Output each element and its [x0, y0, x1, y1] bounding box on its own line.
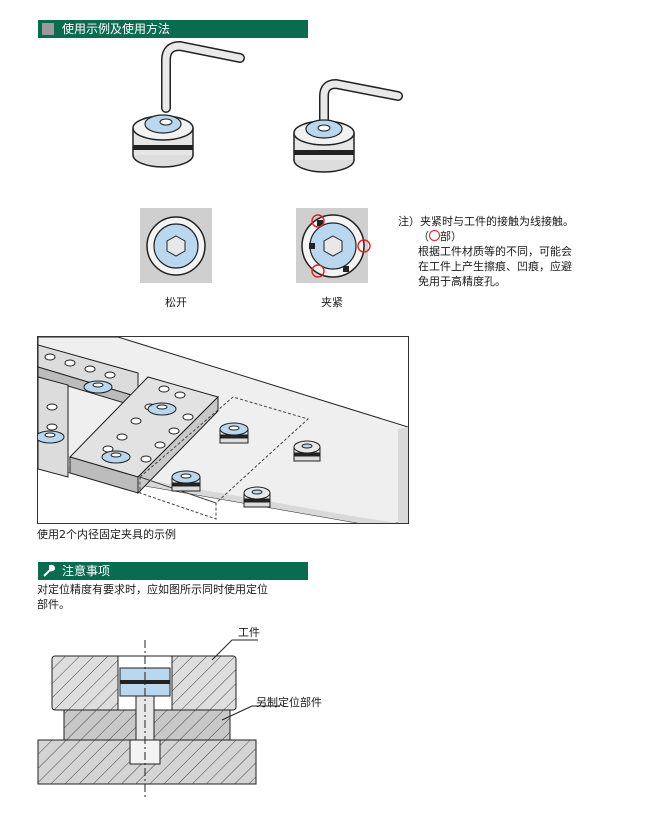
section-title: 注意事项	[62, 564, 111, 578]
fixture-usage-illustration	[38, 337, 408, 523]
wrench-icon	[42, 564, 56, 578]
section-header-usage: 使用示例及使用方法	[38, 20, 308, 38]
release-label: 松开	[165, 296, 187, 309]
figure-caption: 使用2个内径固定夹具的示例	[37, 528, 176, 541]
caution-text: 对定位精度有要求时，应如图所示同时使用定位 部件。	[37, 582, 327, 612]
locator-label: 另制定位部件	[256, 696, 322, 709]
note-line5: 免用于高精度孔。	[418, 275, 506, 288]
note-line2-prefix: （	[418, 230, 429, 243]
clamp-label: 夹紧	[321, 296, 343, 309]
contact-note: 注）夹紧时与工件的接触为线接触。 （ 部） 根据工件材质等的不同，可能会 在工件上…	[398, 214, 618, 289]
note-line2-suffix: 部）	[440, 230, 462, 243]
section-marker	[42, 23, 54, 35]
note-line4: 在工件上产生擦痕、凹痕，应避	[418, 260, 572, 273]
red-circle-icon	[429, 230, 440, 241]
caution-line1: 对定位精度有要求时，应如图所示同时使用定位	[37, 583, 268, 596]
contact-marker	[357, 239, 371, 253]
note-prefix: 注）	[398, 215, 420, 228]
section-header-caution: 注意事项	[38, 562, 308, 580]
workpiece-label: 工件	[238, 626, 260, 639]
section-title: 使用示例及使用方法	[62, 22, 171, 36]
caution-line2: 部件。	[37, 598, 70, 611]
contact-marker	[311, 264, 325, 278]
note-line3: 根据工件材质等的不同，可能会	[418, 245, 572, 258]
fixture-figure-frame	[37, 336, 409, 524]
contact-marker	[311, 214, 325, 228]
note-line1: 夹紧时与工件的接触为线接触。	[420, 215, 574, 228]
